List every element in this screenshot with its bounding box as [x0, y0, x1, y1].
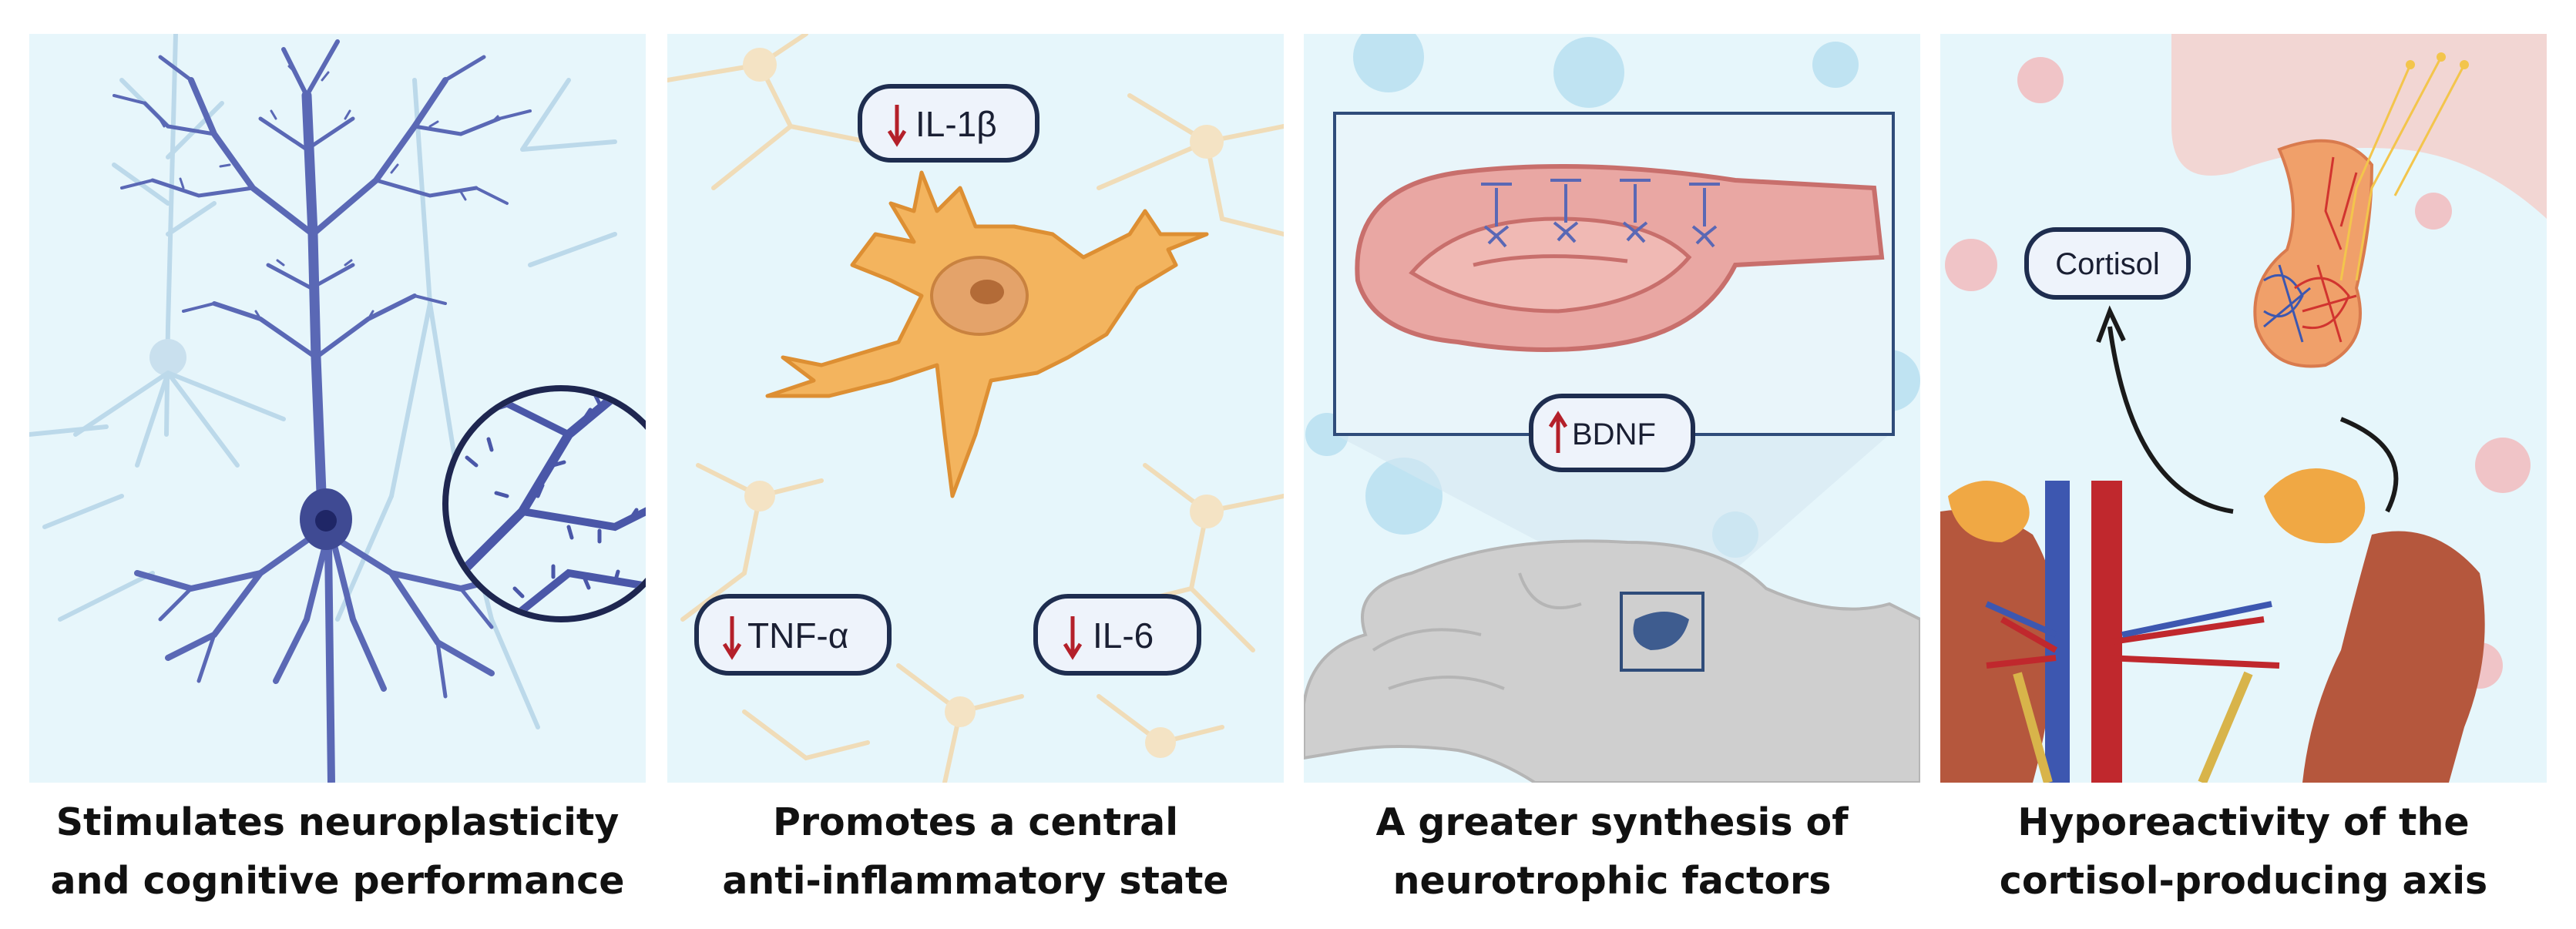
hypothalamus-pituitary: [2171, 34, 2547, 368]
microglia-cell: [765, 170, 1209, 498]
arrow-head-icon: [2096, 305, 2126, 344]
caption-line: A greater synthesis of: [1375, 800, 1849, 844]
caption-line: and cognitive performance: [50, 859, 625, 903]
feedback-arrow: [2107, 326, 2399, 514]
hippocampal-neurons: [1481, 179, 1720, 248]
cortisol-text: Cortisol: [2055, 247, 2160, 281]
bdnf-text: BDNF: [1572, 418, 1656, 451]
kidneys-adrenals: [1940, 468, 2485, 783]
zoom-projection: [1335, 434, 1889, 596]
il1b-text: IL-1β: [915, 104, 997, 144]
panel-anti-inflammatory: IL-1β TNF-α IL-6: [667, 34, 1284, 783]
caption-neuroplasticity: Stimulates neuroplasticity and cognitive…: [29, 793, 646, 917]
tnfa-text: TNF-α: [747, 615, 848, 656]
down-arrow-icon: [722, 616, 742, 660]
caption-line: Stimulates neuroplasticity: [55, 800, 620, 844]
il6-text: IL-6: [1093, 615, 1154, 656]
neuron-axon: [324, 542, 335, 783]
panel-neurotrophic: BDNF: [1304, 34, 1920, 783]
caption-line: neurotrophic factors: [1392, 859, 1832, 903]
background-cell-bodies: [743, 48, 1224, 758]
cortisol-label: Cortisol: [2024, 227, 2191, 300]
tnfa-label: TNF-α: [694, 594, 892, 676]
hippocampus-illustration: BDNF: [1304, 34, 1920, 783]
caption-line: cortisol-producing axis: [1999, 859, 2488, 903]
caption-line: Promotes a central: [772, 800, 1179, 844]
caption-cortisol-axis: Hyporeactivity of the cortisol-producing…: [1940, 793, 2547, 917]
hpa-axis-illustration: Cortisol: [1940, 34, 2547, 783]
hippocampus-shape: [1355, 164, 1885, 352]
caption-anti-inflammatory: Promotes a central anti-inflammatory sta…: [667, 793, 1284, 917]
down-arrow-icon: [887, 105, 907, 147]
panel-cortisol-axis: Cortisol: [1940, 34, 2547, 783]
caption-line: anti-inflammatory state: [722, 859, 1229, 903]
brain-sagittal: [1304, 539, 1920, 783]
il6-label: IL-6: [1033, 594, 1201, 676]
down-arrow-icon: [1063, 616, 1083, 660]
up-arrow-icon: [1548, 411, 1568, 453]
neuron-illustration: [29, 34, 646, 783]
microglia-illustration: IL-1β TNF-α IL-6: [667, 34, 1284, 783]
panel-neuroplasticity: [29, 34, 646, 783]
il1b-label: IL-1β: [858, 84, 1039, 163]
aorta: [2091, 481, 2122, 783]
caption-neurotrophic: A greater synthesis of neurotrophic fact…: [1304, 793, 1920, 917]
caption-line: Hyporeactivity of the: [2017, 800, 2470, 844]
dendrite-spines: [158, 65, 499, 320]
bdnf-label: BDNF: [1529, 394, 1695, 472]
brain-region-box: [1620, 592, 1704, 672]
